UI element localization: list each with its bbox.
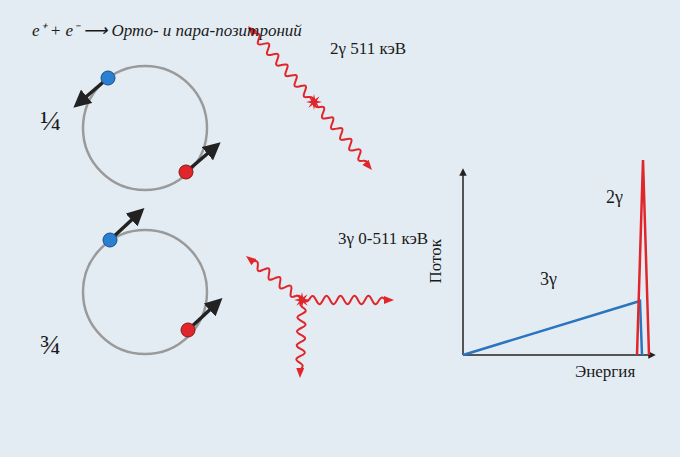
y-axis [462, 172, 464, 355]
photon-label: 3γ 0-511 кэВ [338, 230, 428, 249]
positron-dot [103, 233, 117, 247]
electron-dot [179, 165, 193, 179]
photon-head [246, 256, 256, 265]
axis-label: Энергия [575, 363, 635, 382]
orbit [83, 230, 207, 354]
positron-dot [101, 71, 115, 85]
fraction: ¼ [40, 106, 61, 137]
reaction-title: e⁺ + e⁻ ⟶ Орто- и пара-позитроний [32, 22, 302, 41]
electron-dot [181, 323, 195, 337]
curve-label: 3γ [540, 270, 557, 290]
annihilation-burst [294, 292, 310, 308]
axis-label: Поток [427, 239, 446, 284]
photon-label: 2γ 511 кэВ [330, 40, 406, 59]
photons [246, 26, 394, 378]
photon-head [296, 368, 304, 378]
spectrum-3gamma [463, 301, 642, 355]
fraction: ¾ [40, 330, 61, 361]
photon-wave [314, 102, 368, 163]
spectrum-2gamma [637, 160, 649, 355]
photon-wave [302, 296, 386, 304]
photon-head [362, 160, 372, 170]
x-axis [463, 354, 652, 356]
annihilation-burst [306, 94, 322, 110]
curve-label: 2γ [606, 188, 623, 208]
photon-wave [252, 261, 302, 300]
photon-wave [296, 300, 306, 370]
photon-wave [253, 32, 314, 102]
photon-head [384, 296, 394, 304]
